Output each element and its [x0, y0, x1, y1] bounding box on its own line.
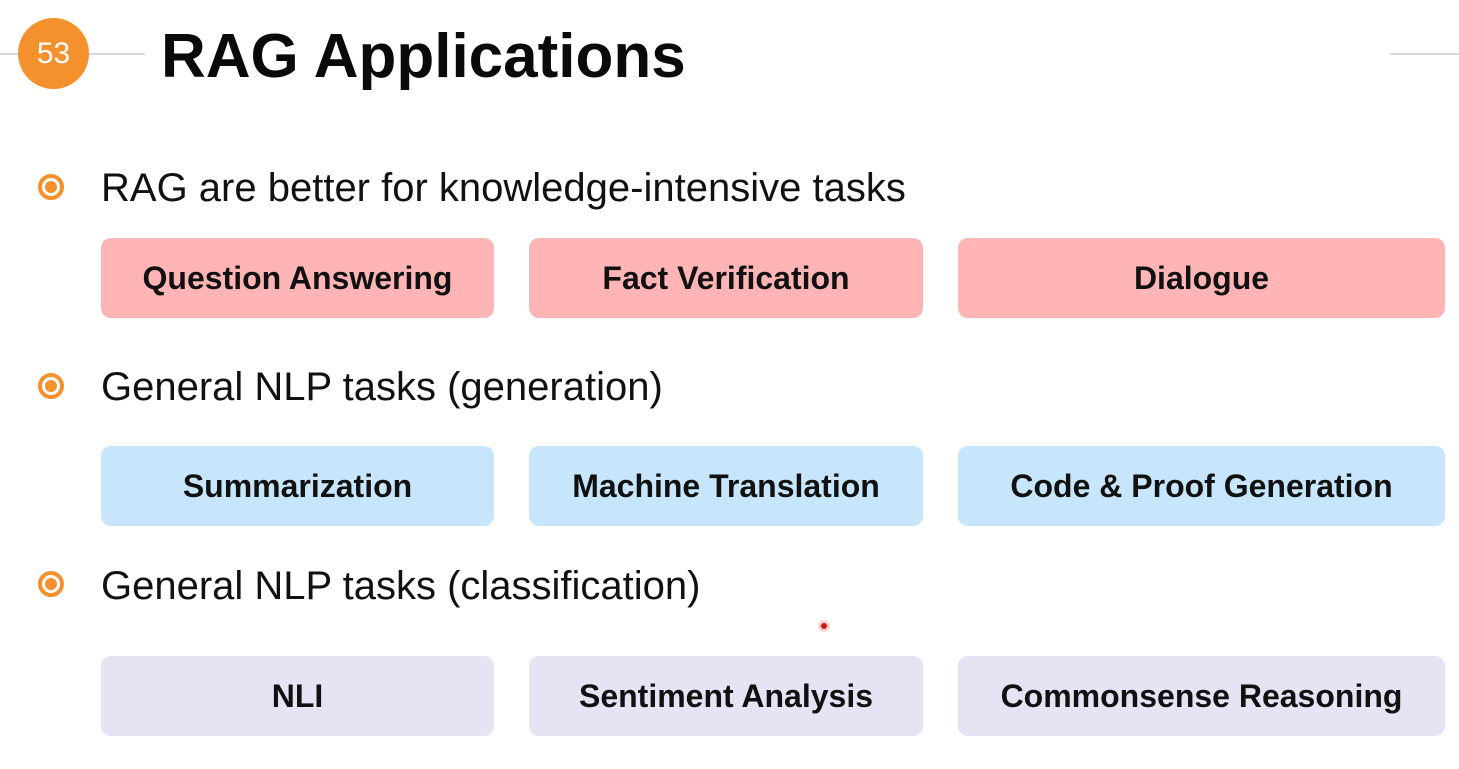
task-chip-question-answering: Question Answering: [101, 238, 494, 318]
task-chip-dialogue: Dialogue: [958, 238, 1445, 318]
slide-number-badge: 53: [18, 18, 89, 89]
task-chip-code-proof-generation: Code & Proof Generation: [958, 446, 1445, 526]
section-heading-classification: General NLP tasks (classification): [101, 564, 701, 608]
bullet-icon: [38, 373, 64, 399]
section-heading-generation: General NLP tasks (generation): [101, 365, 663, 409]
task-chip-summarization: Summarization: [101, 446, 494, 526]
laser-pointer-icon: [818, 620, 830, 632]
task-chip-machine-translation: Machine Translation: [529, 446, 923, 526]
header-rule-right: [1390, 53, 1459, 55]
bullet-icon: [38, 174, 64, 200]
task-chip-nli: NLI: [101, 656, 494, 736]
task-chip-fact-verification: Fact Verification: [529, 238, 923, 318]
section-heading-knowledge: RAG are better for knowledge-intensive t…: [101, 166, 906, 210]
bullet-icon: [38, 571, 64, 597]
task-chip-sentiment-analysis: Sentiment Analysis: [529, 656, 923, 736]
task-chip-commonsense-reasoning: Commonsense Reasoning: [958, 656, 1445, 736]
page-title: RAG Applications: [161, 22, 686, 91]
